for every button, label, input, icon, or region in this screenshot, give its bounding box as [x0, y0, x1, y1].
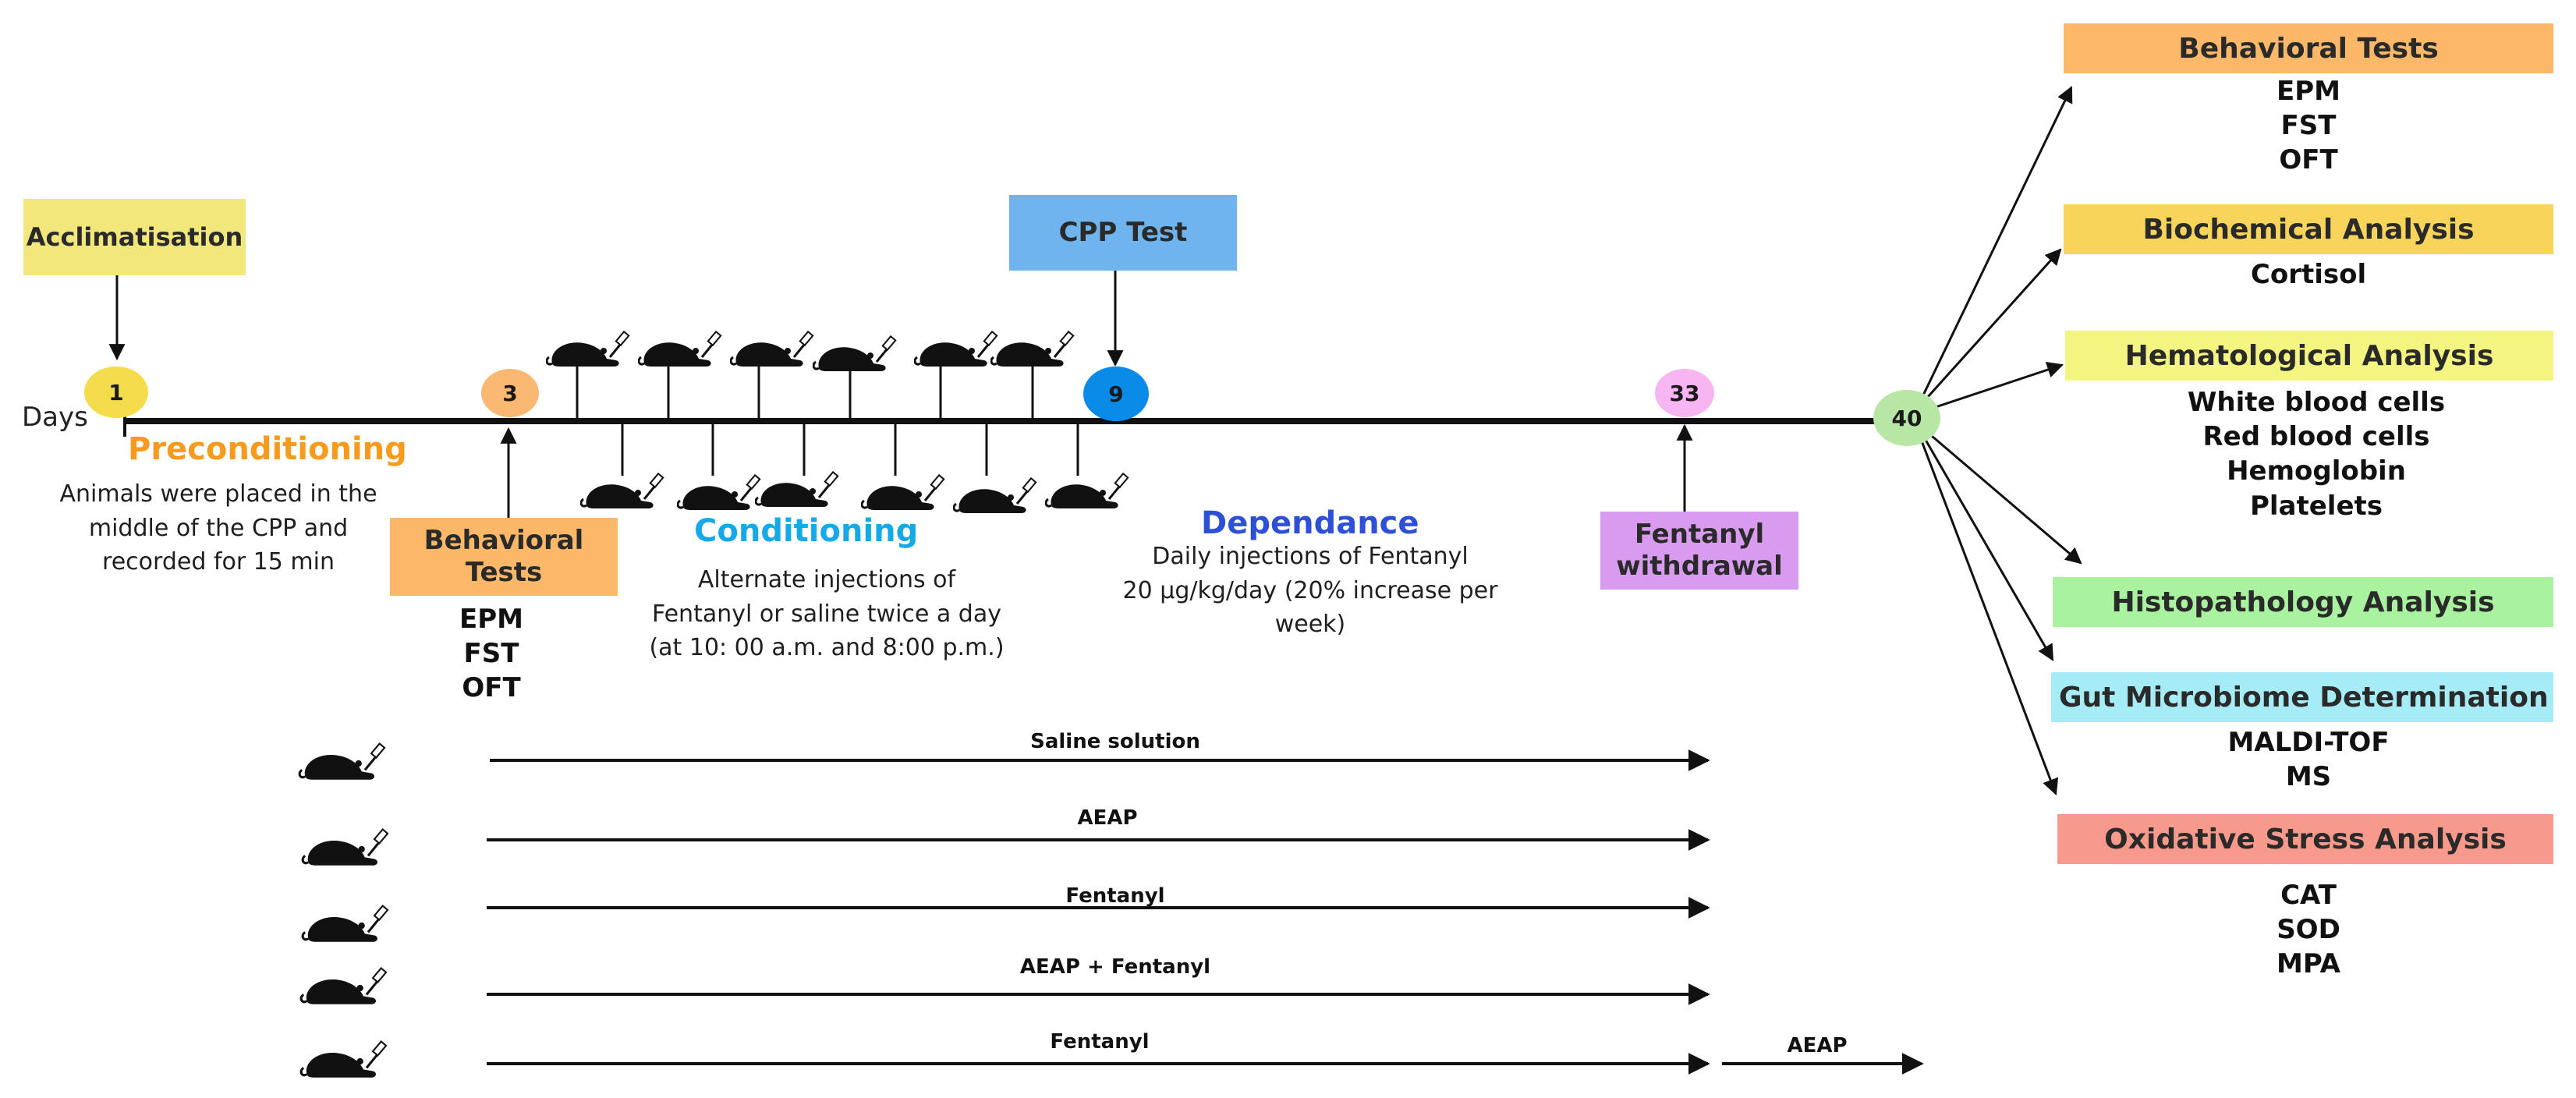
analysis-biochemical-items: Cortisol	[2250, 259, 2367, 290]
analysis-histopathology: Histopathology Analysis	[2053, 577, 2553, 627]
group-label-aeap: AEAP	[1077, 806, 1138, 830]
group-rat-icons	[298, 742, 389, 1079]
analysis-behavioral-tests: Behavioral Tests	[2064, 23, 2553, 73]
dependance-description: Daily injections of Fentanyl 20 µg/kg/da…	[1122, 543, 1498, 638]
preconditioning-description: Animals were placed in the middle of the…	[59, 480, 377, 576]
conditioning-title: Conditioning	[694, 513, 919, 549]
analysis-gut-microbiome: Gut Microbiome Determination	[2051, 672, 2553, 722]
group-label-aeap-fentanyl: AEAP + Fentanyl	[1019, 955, 1211, 979]
analysis-fan-arrows	[1917, 86, 2082, 795]
cpp-test-box: CPP Test	[1009, 195, 1237, 271]
analysis-biochemical: Biochemical Analysis	[2064, 204, 2553, 254]
fentanyl-withdrawal-label: Fentanyl withdrawal	[1616, 519, 1783, 582]
analysis-hematological: Hematological Analysis	[2065, 331, 2553, 381]
injection-ticks-above	[576, 363, 1034, 419]
preconditioning-title: Preconditioning	[128, 431, 407, 467]
cpp-test-label: CPP Test	[1058, 217, 1188, 249]
group-label-post-aeap: AEAP	[1787, 1034, 1848, 1057]
injection-ticks-below	[621, 423, 1079, 476]
analysis-oxidative-stress-items: CAT SOD MPA	[2277, 880, 2340, 980]
day-9-marker: 9	[1083, 367, 1149, 421]
analysis-hematological-items: White blood cells Red blood cells Hemogl…	[2187, 387, 2446, 522]
fentanyl-withdrawal-box: Fentanyl withdrawal	[1600, 512, 1798, 590]
group-label-fentanyl-aeap: Fentanyl	[1050, 1030, 1150, 1054]
day-3-marker: 3	[481, 369, 539, 417]
dependance-title: Dependance	[1201, 505, 1419, 541]
days-label: Days	[22, 402, 88, 433]
rat-icons-below	[580, 470, 1129, 515]
group-arrows	[487, 749, 1924, 1075]
conditioning-description: Alternate injections of Fentanyl or sali…	[649, 566, 1005, 661]
acclimatisation-label: Acclimatisation	[26, 221, 243, 252]
analysis-gut-microbiome-items: MALDI-TOF MS	[2227, 727, 2390, 793]
group-label-saline: Saline solution	[1030, 730, 1200, 753]
acclimatisation-box: Acclimatisation	[23, 199, 246, 275]
analysis-behavioral-items: EPM FST OFT	[2277, 76, 2340, 176]
behavioral-tests-box: Behavioral Tests	[390, 518, 618, 596]
day-40-marker: 40	[1873, 390, 1940, 446]
day-33-marker: 33	[1655, 369, 1714, 417]
behavioral-tests-label: Behavioral Tests	[423, 525, 584, 588]
day-1-marker: 1	[84, 367, 148, 418]
behavioral-tests-list: EPM FST OFT	[459, 604, 523, 704]
rat-icons-above	[546, 330, 1075, 373]
group-label-fentanyl: Fentanyl	[1065, 884, 1165, 908]
analysis-oxidative-stress: Oxidative Stress Analysis	[2057, 814, 2553, 864]
